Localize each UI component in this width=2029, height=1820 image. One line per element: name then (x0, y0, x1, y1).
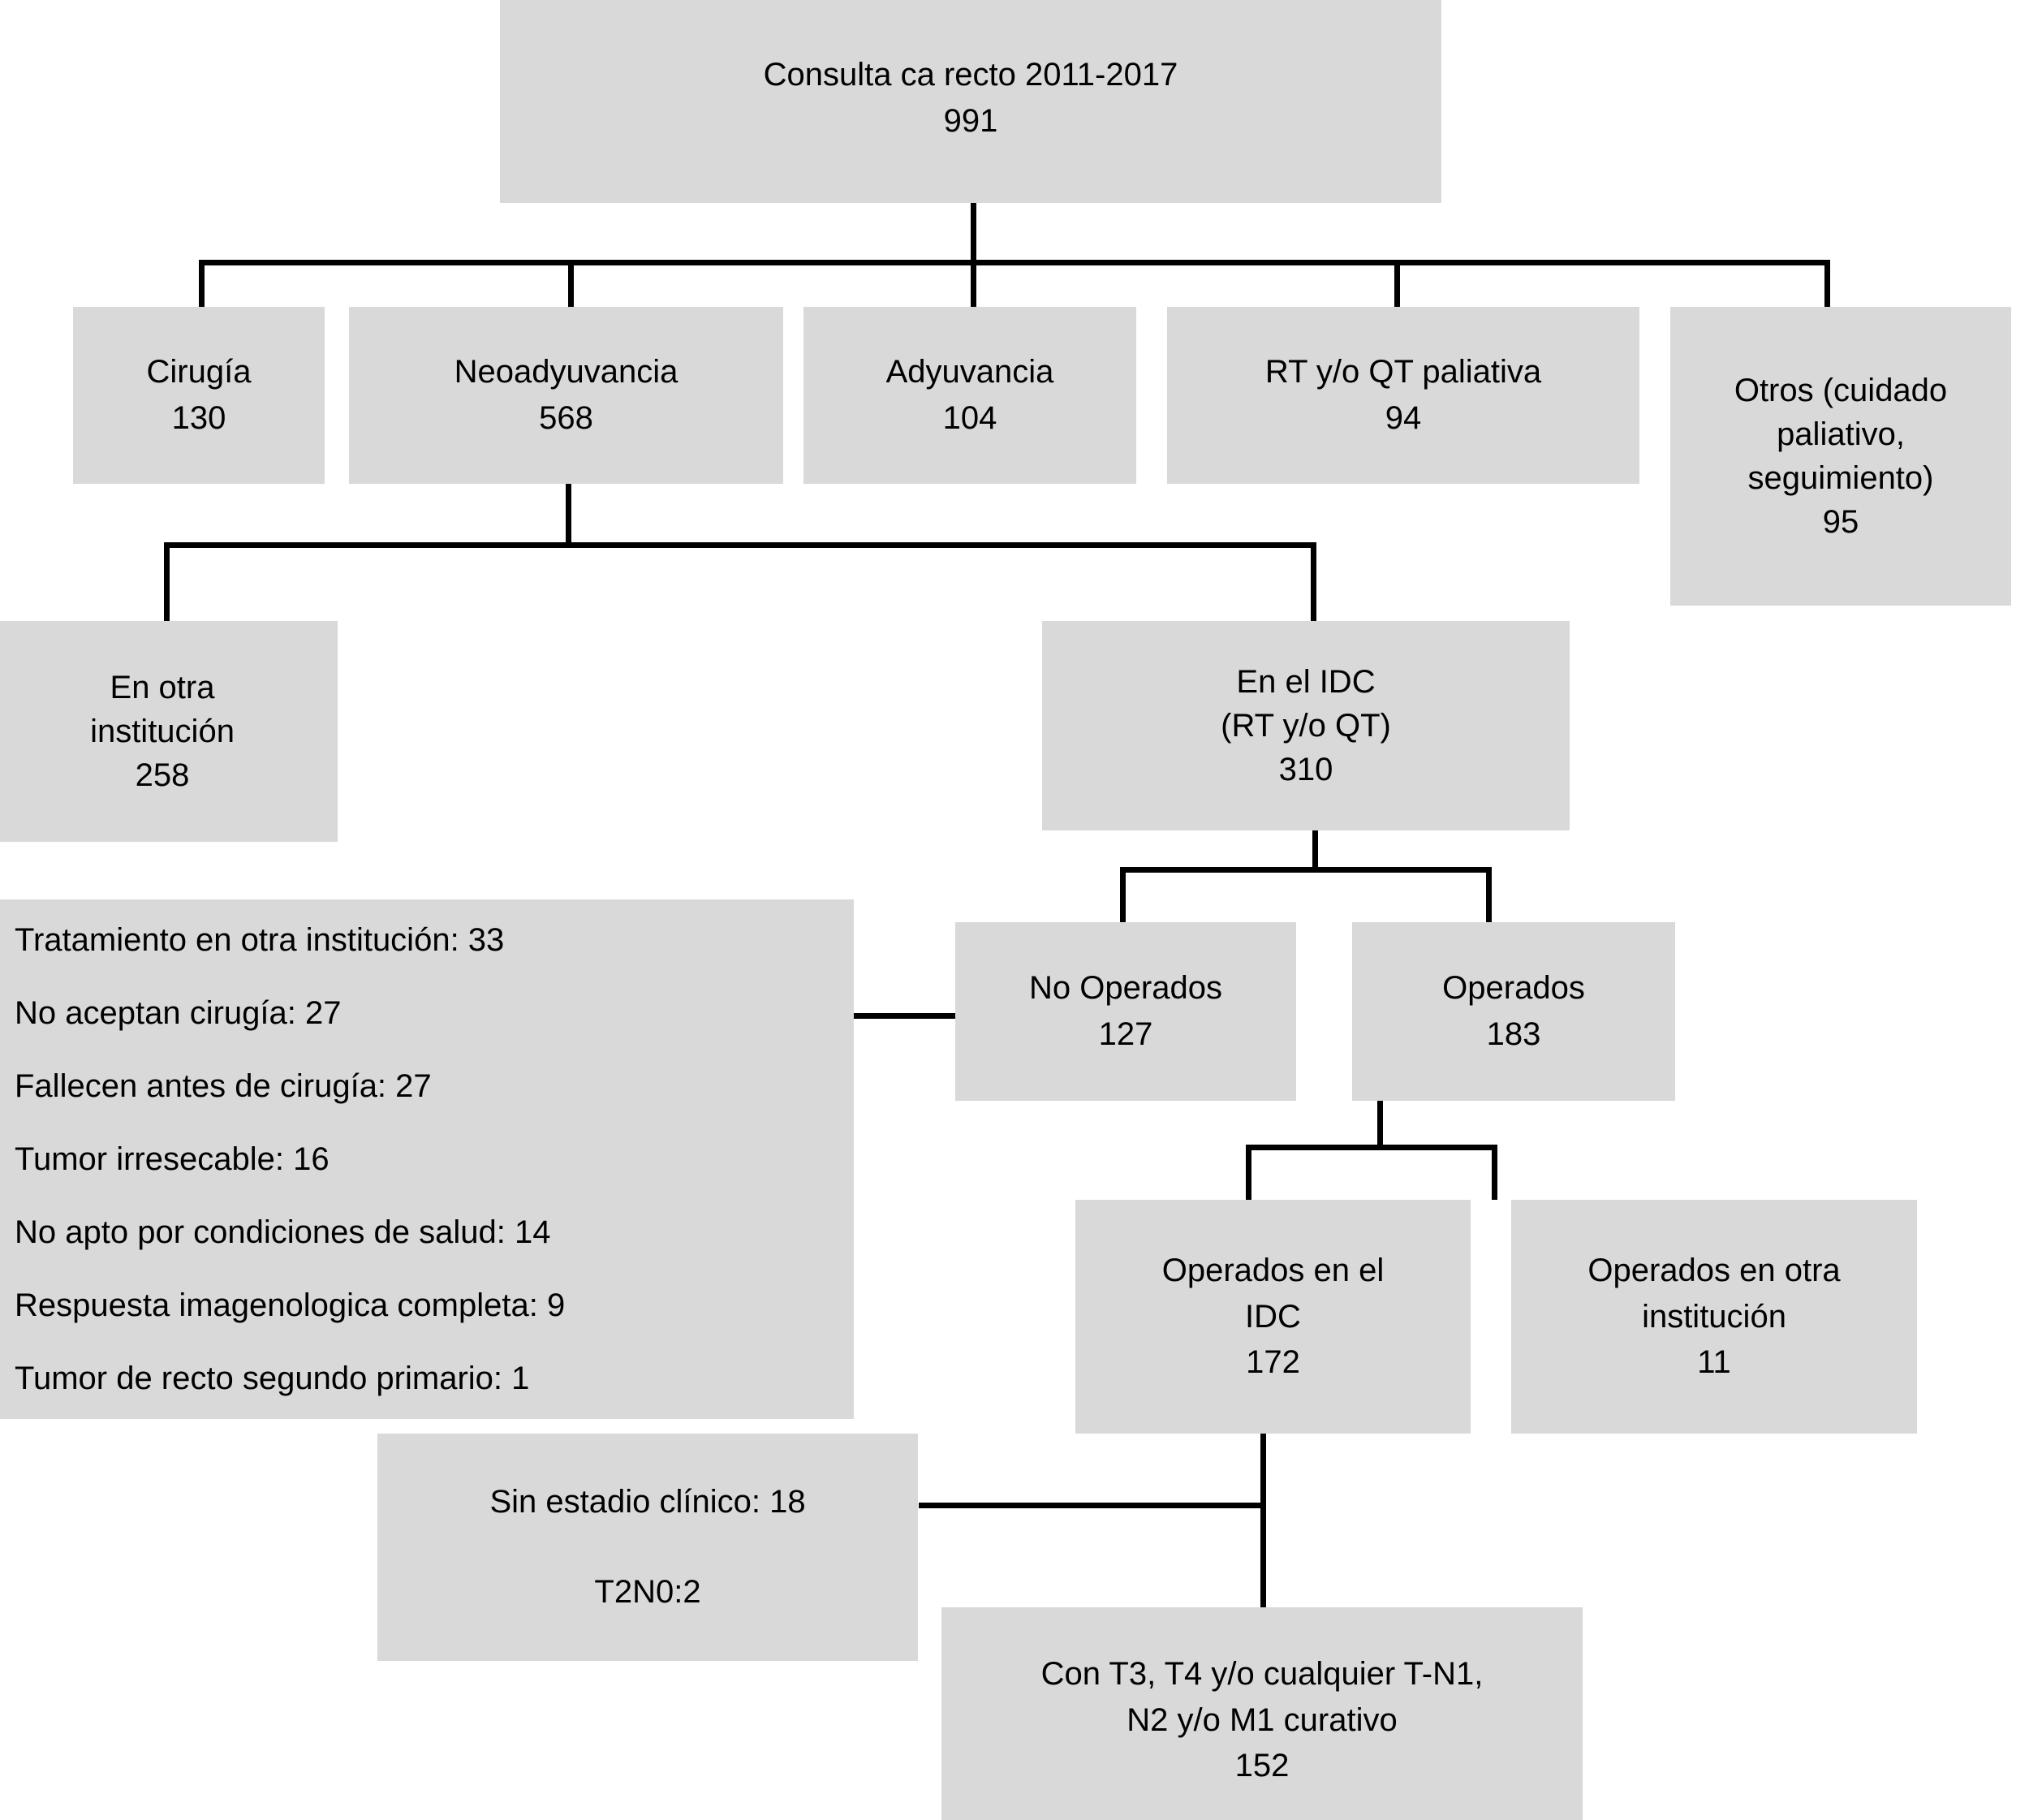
node-operados-count: 183 (1486, 1016, 1541, 1052)
reason-item: No aceptan cirugía: 27 (15, 995, 342, 1031)
node-cirugia-label: Cirugía (146, 354, 252, 390)
connector-root-drop-neoadyuvancia (568, 260, 574, 307)
connector-operados-bus (1246, 1145, 1497, 1150)
connector-idc-drop-no-operados (1120, 867, 1126, 922)
connector-idc-bus (1120, 867, 1492, 873)
node-root[interactable]: Consulta ca recto 2011-2017 991 (500, 0, 1441, 203)
connector-root-drop-rt-qt (1394, 260, 1400, 307)
node-operados[interactable]: Operados 183 (1352, 922, 1675, 1101)
node-operados-label: Operados (1442, 970, 1585, 1007)
node-no-operados-count: 127 (1098, 1016, 1153, 1052)
node-final-curativo-count: 152 (1234, 1748, 1290, 1784)
node-operados-otra-line1: Operados en otra (1587, 1252, 1841, 1288)
node-root-count: 991 (943, 103, 998, 139)
node-sin-estadio-line2: T2N0:2 (594, 1574, 701, 1610)
connector-root-drop-cirugia (199, 260, 205, 307)
node-sin-estadio-line1: Sin estadio clínico: 18 (489, 1484, 806, 1520)
connector-neoadyuvancia-drop-otra-institucion (164, 542, 170, 621)
connector-operados-drop-otra (1492, 1145, 1497, 1200)
node-operados-otra-line2: institución (1642, 1298, 1786, 1335)
node-no-operados-label: No Operados (1029, 970, 1222, 1007)
node-sin-estadio[interactable]: Sin estadio clínico: 18 T2N0:2 (377, 1434, 918, 1661)
node-neoadyuvancia[interactable]: Neoadyuvancia 568 (349, 307, 783, 484)
node-operados-idc-count: 172 (1246, 1344, 1300, 1381)
panel-reasons-no-operados[interactable]: Tratamiento en otra institución: 33 No a… (0, 899, 854, 1419)
node-adyuvancia-count: 104 (942, 400, 997, 436)
node-final-curativo[interactable]: Con T3, T4 y/o cualquier T-N1, N2 y/o M1… (941, 1607, 1583, 1820)
connector-idc-drop-operados (1486, 867, 1492, 922)
node-cirugia[interactable]: Cirugía 130 (73, 307, 325, 484)
reason-item: Tumor irresecable: 16 (15, 1141, 330, 1177)
reason-item: Respuesta imagenologica completa: 9 (15, 1287, 566, 1323)
node-otros-count: 95 (1822, 504, 1859, 540)
node-otros[interactable]: Otros (cuidado paliativo, seguimiento) 9… (1670, 307, 2011, 606)
node-operados-idc-line2: IDC (1245, 1298, 1301, 1335)
node-otros-line2: paliativo, (1777, 416, 1905, 452)
node-root-label: Consulta ca recto 2011-2017 (763, 57, 1178, 93)
node-final-curativo-line1: Con T3, T4 y/o cualquier T-N1, (1040, 1655, 1484, 1692)
node-otra-institucion-line1: En otra (110, 670, 215, 705)
node-otra-institucion-line2: institución (90, 714, 235, 749)
reason-item: Tumor de recto segundo primario: 1 (15, 1361, 530, 1396)
node-operados-otra-count: 11 (1697, 1344, 1731, 1381)
node-otros-line1: Otros (cuidado (1734, 373, 1948, 408)
node-rt-qt-paliativa-label: RT y/o QT paliativa (1264, 354, 1542, 390)
connector-operados-idc-stem (1260, 1433, 1266, 1608)
node-otros-line3: seguimiento) (1747, 460, 1934, 496)
node-adyuvancia-label: Adyuvancia (885, 354, 1054, 390)
node-no-operados[interactable]: No Operados 127 (955, 922, 1296, 1101)
reason-item: Tratamiento en otra institución: 33 (15, 922, 505, 958)
node-rt-qt-paliativa[interactable]: RT y/o QT paliativa 94 (1167, 307, 1639, 484)
node-cirugia-count: 130 (171, 400, 226, 436)
node-final-curativo-line2: N2 y/o M1 curativo (1127, 1701, 1398, 1738)
connector-operados-drop-idc (1246, 1145, 1251, 1200)
reason-item: Fallecen antes de cirugía: 27 (15, 1068, 432, 1104)
node-neoadyuvancia-label: Neoadyuvancia (454, 354, 678, 390)
connector-neoadyuvancia-drop-idc (1311, 542, 1316, 621)
connector-root-stem (971, 203, 976, 264)
node-operados-idc-line1: Operados en el (1161, 1252, 1385, 1288)
connector-root-bus (199, 260, 1830, 265)
node-en-el-idc[interactable]: En el IDC (RT y/o QT) 310 (1042, 621, 1570, 830)
connector-idc-stem (1312, 830, 1318, 870)
connector-reasons-to-no-operados (854, 1013, 955, 1019)
connector-root-drop-otros (1824, 260, 1830, 307)
connector-operados-stem (1377, 1101, 1383, 1148)
node-en-el-idc-line1: En el IDC (1236, 664, 1376, 700)
node-otra-institucion-count: 258 (135, 757, 190, 793)
node-neoadyuvancia-count: 568 (539, 400, 593, 436)
node-adyuvancia[interactable]: Adyuvancia 104 (803, 307, 1136, 484)
connector-root-drop-adyuvancia (971, 260, 976, 307)
node-operados-idc[interactable]: Operados en el IDC 172 (1075, 1200, 1471, 1434)
node-en-el-idc-line2: (RT y/o QT) (1221, 708, 1391, 744)
node-operados-otra[interactable]: Operados en otra institución 11 (1511, 1200, 1917, 1434)
connector-neoadyuvancia-stem (566, 481, 571, 546)
reason-item: No apto por condiciones de salud: 14 (15, 1214, 551, 1250)
connector-sin-estadio-to-final (919, 1503, 1266, 1508)
node-otra-institucion[interactable]: En otra institución 258 (0, 621, 338, 842)
node-rt-qt-paliativa-count: 94 (1385, 400, 1422, 436)
connector-neoadyuvancia-bus (164, 542, 1316, 548)
node-en-el-idc-count: 310 (1278, 752, 1333, 787)
